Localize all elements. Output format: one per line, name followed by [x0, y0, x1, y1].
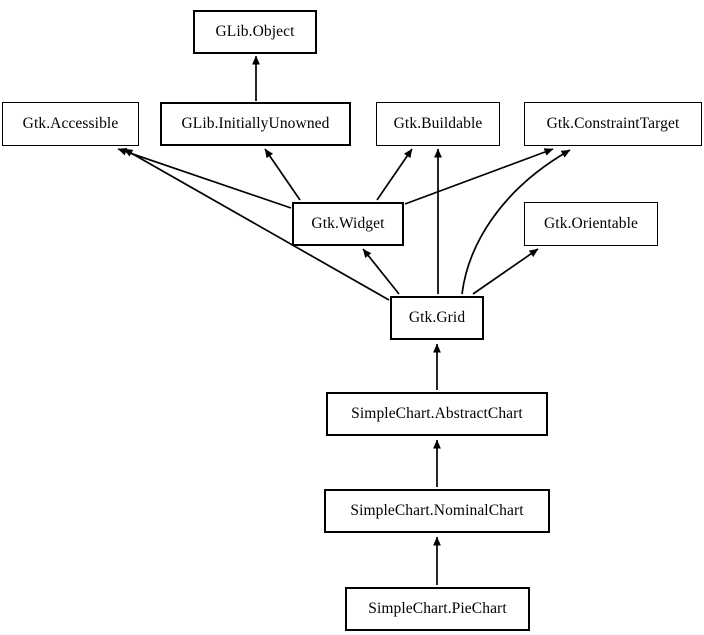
edge-grid-to-widget: [362, 248, 400, 295]
node-gtk-accessible[interactable]: Gtk.Accessible: [2, 102, 139, 146]
node-label-glib-initiallyunowned: GLib.InitiallyUnowned: [181, 115, 330, 133]
edge-widget-to-initiallyunowned: [264, 148, 301, 201]
node-label-gtk-orientable: Gtk.Orientable: [544, 215, 638, 233]
node-gtk-orientable[interactable]: Gtk.Orientable: [524, 202, 658, 246]
node-label-gtk-widget: Gtk.Widget: [311, 215, 385, 233]
node-glib-initiallyunowned[interactable]: GLib.InitiallyUnowned: [160, 102, 351, 146]
node-label-gtk-constrainttarget: Gtk.ConstraintTarget: [546, 115, 680, 133]
node-label-glib-object: GLib.Object: [215, 23, 295, 41]
node-label-gtk-accessible: Gtk.Accessible: [22, 115, 119, 133]
node-gtk-widget[interactable]: Gtk.Widget: [292, 202, 404, 246]
node-gtk-constrainttarget[interactable]: Gtk.ConstraintTarget: [524, 102, 702, 146]
edge-grid-to-orientable: [472, 248, 539, 295]
edge-widget-to-accessible: [117, 148, 292, 209]
edge-widget-to-buildable: [376, 148, 413, 201]
node-gtk-grid[interactable]: Gtk.Grid: [390, 296, 484, 340]
node-simplechart-nominalchart[interactable]: SimpleChart.NominalChart: [324, 489, 550, 533]
node-gtk-buildable[interactable]: Gtk.Buildable: [376, 102, 500, 146]
node-label-simplechart-piechart: SimpleChart.PieChart: [368, 600, 507, 618]
node-glib-object[interactable]: GLib.Object: [193, 10, 317, 54]
node-label-simplechart-nominalchart: SimpleChart.NominalChart: [350, 502, 524, 520]
node-simplechart-piechart[interactable]: SimpleChart.PieChart: [345, 587, 530, 631]
node-label-gtk-buildable: Gtk.Buildable: [393, 115, 483, 133]
edge-widget-to-constrainttarget: [404, 148, 554, 205]
node-label-simplechart-abstractchart: SimpleChart.AbstractChart: [351, 405, 523, 423]
node-label-gtk-grid: Gtk.Grid: [408, 309, 466, 327]
node-simplechart-abstractchart[interactable]: SimpleChart.AbstractChart: [326, 392, 548, 436]
